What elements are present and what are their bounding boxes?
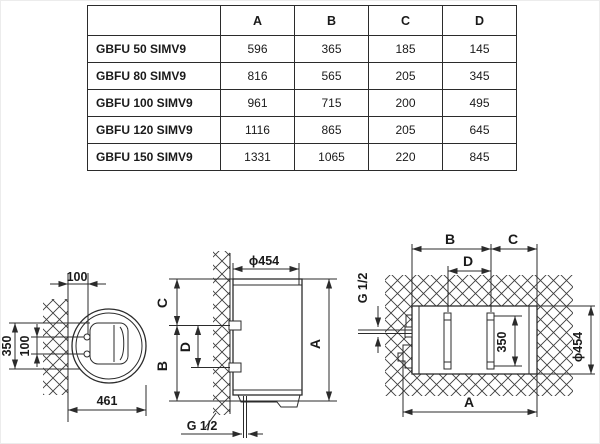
model-cell: GBFU 50 SIMV9 (87, 35, 221, 63)
header-cell-b: B (294, 5, 369, 36)
dimensions-table: A B C D GBFU 50 SIMV9 596 365 185 145 GB… (87, 5, 517, 171)
dim-c-label: C (154, 298, 170, 308)
value-cell: 1065 (294, 143, 369, 171)
dim-bracket-length-label: 350 (495, 332, 509, 353)
model-cell: GBFU 80 SIMV9 (87, 62, 221, 90)
horizontal-view-drawing: G 1/2 B C D 350 ϕ454 (356, 231, 595, 417)
table-row: GBFU 80 SIMV9 816 565 205 345 (87, 62, 517, 90)
dim-d-label: D (177, 342, 193, 352)
value-cell: 495 (442, 89, 517, 117)
dim-b-label: B (154, 361, 170, 371)
dim-c-label: C (508, 231, 518, 247)
dim-a-label: A (307, 339, 323, 349)
dim-depth-label: 461 (97, 394, 118, 408)
value-cell: 715 (294, 89, 369, 117)
dim-wall-offset-label: 100 (67, 270, 88, 284)
dim-a-label: A (464, 394, 474, 410)
pipe-thread-label: G 1/2 (356, 273, 370, 304)
dim-diameter-label: ϕ454 (249, 254, 279, 268)
table-row: GBFU 50 SIMV9 596 365 185 145 (87, 35, 517, 63)
dim-hole-spacing-label: 100 (18, 336, 32, 357)
pipe-thread-label: G 1/2 (187, 419, 218, 433)
value-cell: 1331 (220, 143, 295, 171)
value-cell: 596 (220, 35, 295, 63)
table-row: GBFU 150 SIMV9 1331 1065 220 845 (87, 143, 517, 171)
dim-b-label: B (445, 231, 455, 247)
value-cell: 565 (294, 62, 369, 90)
model-cell: GBFU 120 SIMV9 (87, 116, 221, 144)
wall-hatching (213, 251, 230, 415)
side-view-drawing: ϕ454 C D B A G 1/2 (154, 251, 337, 438)
dim-d-label: D (463, 253, 473, 269)
table-row: GBFU 100 SIMV9 961 715 200 495 (87, 89, 517, 117)
dim-mount-span-label: 350 (1, 336, 14, 357)
value-cell: 200 (368, 89, 443, 117)
value-cell: 205 (368, 62, 443, 90)
wall-hatching (43, 299, 68, 395)
value-cell: 185 (368, 35, 443, 63)
dim-diameter-label: ϕ454 (571, 332, 585, 362)
top-view-drawing: 100 350 100 461 (1, 270, 147, 422)
value-cell: 365 (294, 35, 369, 63)
header-cell-d: D (442, 5, 517, 36)
value-cell: 845 (442, 143, 517, 171)
header-cell-c: C (368, 5, 443, 36)
